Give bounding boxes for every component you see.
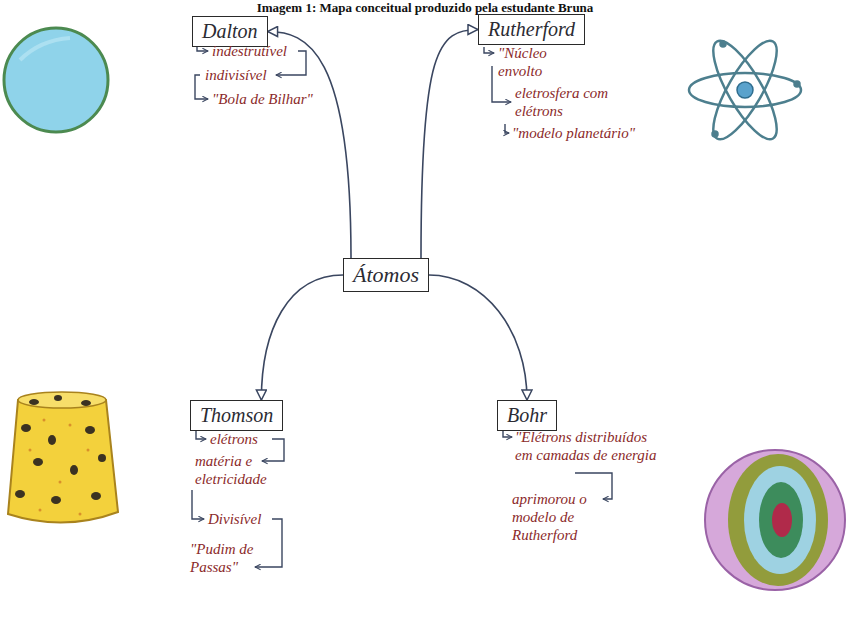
concept-name: Dalton [202, 20, 258, 43]
concept-name: Bohr [507, 404, 547, 427]
annotation-text: eletrosfera com elétrons [515, 84, 613, 120]
annotation-text: "modelo planetário" [512, 124, 635, 142]
annotation-text: matéria e eletricidade [195, 452, 283, 488]
annotation-text: elétrons [210, 430, 258, 448]
concept-name: Átomos [353, 262, 419, 288]
figure-title: Imagem 1: Mapa conceitual produzido pela… [0, 0, 850, 16]
concept-arrow [261, 275, 343, 400]
annotation-text: "Elétrons distribuídos em camadas de ene… [515, 428, 665, 464]
concept-name: Rutherford [488, 18, 575, 41]
concept-box: Rutherford [478, 14, 585, 45]
concept-name: Thomson [200, 404, 273, 427]
annotation-text: "Pudim de Passas" [190, 540, 270, 576]
annotation-text: "Bola de Bilhar" [212, 90, 313, 108]
annotation-text: "Núcleo envolto [498, 44, 570, 80]
annotation-text: Divisível [208, 510, 261, 528]
concept-box: Bohr [497, 400, 557, 431]
thomson-pudding [8, 392, 118, 523]
bohr-sphere [705, 450, 845, 590]
concept-arrow [268, 32, 351, 259]
annotation-text: indestrutível [212, 42, 287, 60]
concept-box: Átomos [343, 258, 429, 292]
annotation-text: aprimorou o modelo de Rutherford [512, 490, 602, 544]
concept-box: Dalton [192, 16, 268, 47]
annotation-text: indivisível [205, 66, 267, 84]
rutherford-atom [689, 33, 801, 147]
concept-arrow [421, 30, 478, 259]
concept-arrow [429, 275, 527, 400]
concept-box: Thomson [190, 400, 283, 431]
dalton-sphere [4, 28, 108, 132]
